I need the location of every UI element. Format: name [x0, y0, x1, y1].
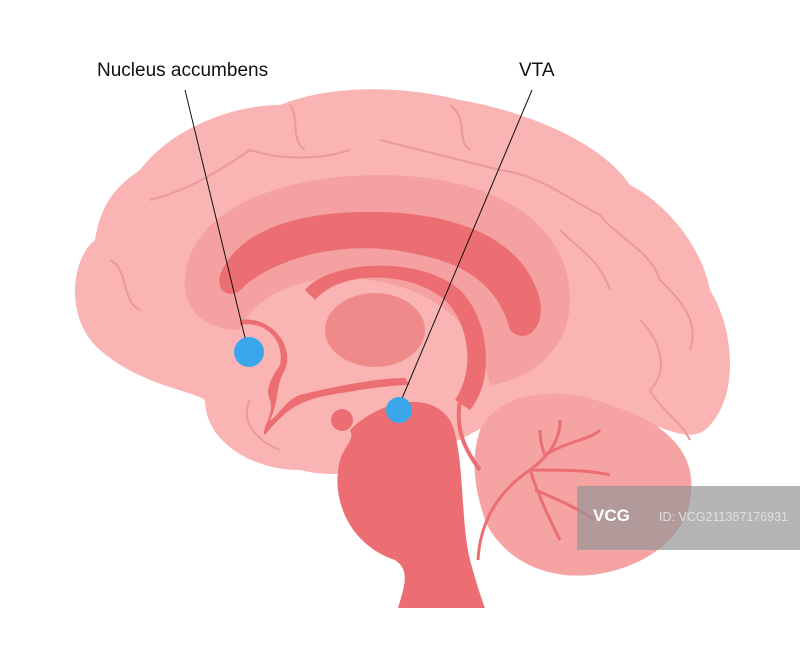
- nucleus-accumbens-label: Nucleus accumbens: [97, 60, 269, 81]
- cerebral-aqueduct: [456, 399, 482, 472]
- watermark: VCG ID: VCG211387176931: [577, 486, 800, 550]
- watermark-logo: VCG: [593, 506, 630, 525]
- brainstem: [337, 401, 485, 608]
- thalamus: [325, 293, 425, 367]
- vta-label: VTA: [519, 60, 555, 81]
- vta-pointer-line: [397, 89, 533, 409]
- fornix: [305, 265, 487, 410]
- corpus-callosum: [219, 211, 541, 336]
- nucleus-accumbens-pointer-line: [184, 89, 249, 351]
- watermark-id: ID: VCG211387176931: [659, 510, 789, 524]
- vta-marker: [386, 397, 412, 423]
- nucleus-accumbens-marker: [234, 337, 264, 367]
- hypothalamus: [240, 319, 410, 435]
- pituitary: [331, 409, 353, 431]
- cortex-folds: [109, 104, 694, 451]
